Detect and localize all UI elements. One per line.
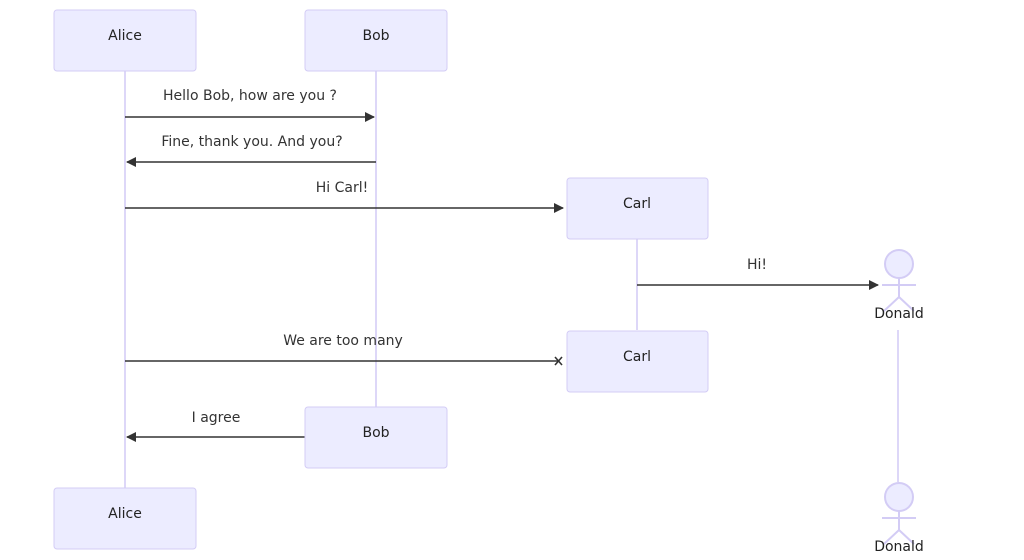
message-label: Hi Carl! [316,180,368,196]
message-label: Hi! [747,257,767,273]
message-label: Hello Bob, how are you ? [163,88,337,104]
actor-head-icon [884,482,914,512]
participant-alice-top: Alice [53,9,197,72]
participant-label: Carl [623,349,651,365]
destroy-cross-icon [554,356,563,366]
participant-alice-bottom: Alice [53,487,197,550]
participant-label: Bob [362,425,389,441]
actor-donald-created: Donald [874,249,924,322]
actor-head-icon [884,249,914,279]
participant-label: Alice [108,506,142,522]
participant-carl-created: Carl [566,177,709,240]
participant-bob-top: Bob [304,9,448,72]
participant-label: Donald [874,539,924,555]
participant-bob-destroyed: Bob [304,406,448,469]
message-label: We are too many [283,333,403,349]
actor-donald-bottom: Donald [874,482,924,555]
participant-label: Carl [623,196,651,212]
participant-label: Donald [874,306,924,322]
message-label: Fine, thank you. And you? [161,134,342,150]
participant-carl-destroyed: Carl [566,330,709,393]
participant-label: Bob [362,28,389,44]
participant-label: Alice [108,28,142,44]
message-label: I agree [192,410,241,426]
